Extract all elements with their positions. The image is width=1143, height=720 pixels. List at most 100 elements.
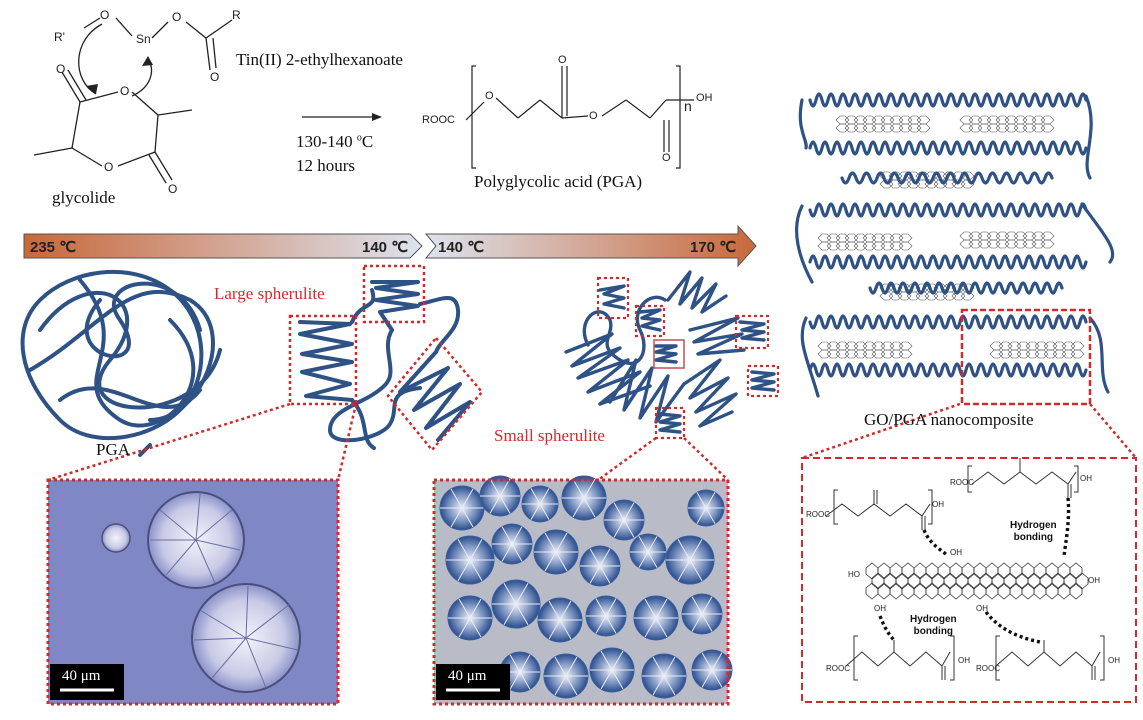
spherulite-ray [489, 478, 501, 497]
go-hexagon [862, 123, 877, 133]
atom-o: O [104, 160, 114, 174]
spherulite-ray [509, 654, 521, 673]
spherulite-ray [450, 488, 463, 509]
go-hexagon [968, 231, 983, 241]
spherulite-ray [613, 502, 625, 521]
go-hexagon [1034, 349, 1049, 359]
spherulite-ray [638, 536, 649, 553]
go-hexagon [1013, 115, 1028, 125]
spherulite-ray [663, 656, 676, 677]
amorphous-pga-coil [20, 269, 222, 457]
spherulite-ray [519, 671, 531, 690]
spherulite-ray [691, 613, 703, 632]
inset-oh: OH [958, 656, 970, 665]
go-hexagon [844, 115, 859, 125]
go-hexagon [1013, 239, 1028, 249]
inset-ho: HO [848, 570, 860, 579]
spherulite-ray [461, 488, 474, 509]
inset-oh: OH [874, 604, 886, 613]
spherulite-ray [469, 598, 482, 619]
go-hexagon [959, 115, 974, 125]
go-hexagon [1040, 115, 1055, 125]
go-hexagon [1004, 123, 1019, 133]
spherulite-ray [515, 603, 529, 626]
go-hexagon [862, 341, 877, 351]
go-hexagon [1052, 349, 1067, 359]
go-hexagon [835, 123, 850, 133]
inset-oh: OH [1108, 656, 1120, 665]
spherulite-ray [600, 669, 613, 690]
go-hexagon [1022, 115, 1037, 125]
spherulite-ray [503, 582, 517, 605]
spherulite-ray [696, 507, 707, 524]
go-hexagon [898, 341, 913, 351]
go-hexagon [968, 115, 983, 125]
atom-o: O [56, 62, 66, 76]
go-hexagon [862, 233, 877, 243]
spherulite-ray [555, 551, 568, 572]
go-hexagon [880, 349, 895, 359]
go-hexagon [1040, 123, 1055, 133]
go-hexagon [977, 115, 992, 125]
atom-o: O [100, 8, 110, 22]
go-hexagon [998, 341, 1013, 351]
spherulite-ray [554, 675, 567, 696]
spherulite-ray [655, 617, 668, 638]
spherulite-ray [613, 519, 625, 538]
spherulite-ray [644, 598, 657, 619]
go-hexagon [835, 115, 850, 125]
go-hexagon [1013, 231, 1028, 241]
go-hexagon [889, 115, 904, 125]
go-hexagon [844, 241, 859, 251]
scale-bar-left-label: 40 μm [62, 668, 101, 684]
go-hexagon [1070, 349, 1085, 359]
go-hexagon [817, 241, 832, 251]
spherulite-ray [605, 598, 617, 617]
go-hexagon [1013, 123, 1028, 133]
spherulite-ray [461, 507, 474, 528]
go-hexagon [853, 123, 868, 133]
spherulite-ray [677, 559, 691, 582]
atom-sn: Sn [136, 32, 151, 46]
go-hexagon [1016, 349, 1031, 359]
catalyst-label: Tin(II) 2-ethylhexanoate [236, 50, 403, 69]
temp-mid-right-label: 140 ℃ [438, 239, 485, 256]
spherulite-ray [696, 492, 707, 509]
spherulite-ray [572, 497, 585, 518]
go-hexagon [826, 349, 841, 359]
hydrogen-bonding-inset [801, 457, 1137, 703]
spherulite-ray [689, 538, 703, 561]
go-hexagon [1025, 341, 1040, 351]
go-hexagon [907, 115, 922, 125]
spherulite-ray [458, 598, 471, 619]
spherulite-ray [589, 565, 601, 584]
go-hexagon [1022, 123, 1037, 133]
inset-oh: OH [1088, 576, 1100, 585]
go-hexagon [880, 115, 895, 125]
spherulite-ray [623, 502, 635, 521]
spherulite-ray [611, 650, 624, 671]
go-hexagon [889, 241, 904, 251]
spherulite-ray [539, 488, 550, 505]
go-hexagon [1031, 239, 1046, 249]
go-hexagon [817, 341, 832, 351]
spherulite-ray [515, 582, 529, 605]
go-hexagon [1004, 115, 1019, 125]
spherulite-ray [701, 613, 713, 632]
go-hexagon [1022, 239, 1037, 249]
go-hexagon [889, 341, 904, 351]
go-hexagon [1031, 231, 1046, 241]
go-pga-nanocomposite-schematic [795, 92, 1115, 406]
go-hexagon [835, 349, 850, 359]
spherulite-ray [638, 551, 649, 568]
go-hexagon [1040, 231, 1055, 241]
temp-mid-left-label: 140 ℃ [362, 239, 409, 256]
spherulite-ray [663, 675, 676, 696]
product-n: n [684, 98, 692, 114]
spherulite-ray [691, 596, 703, 615]
go-hexagon [916, 115, 931, 125]
spherulite-ray [544, 551, 557, 572]
go-hexagon [889, 349, 904, 359]
spherulite-ray [647, 551, 658, 568]
